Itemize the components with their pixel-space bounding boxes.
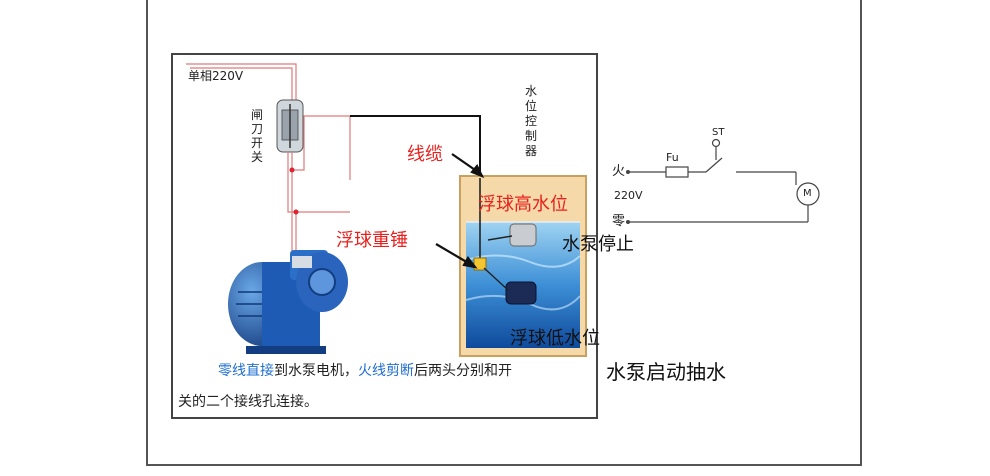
caption-text-a: 到水泵电机， [274,363,358,379]
caption-text-b: 后两头分别和开 [414,363,512,379]
knife-switch-label: 闸刀开关 [251,108,264,164]
float-high-label: 浮球高水位 [478,196,568,214]
pump-start-label: 水泵启动抽水 [606,362,726,382]
caption-line-1: 零线直接到水泵电机，火线剪断后两头分别和开 [218,364,512,378]
float-weight-label: 浮球重锤 [336,232,408,250]
knife-switch-icon [277,100,303,152]
schematic-neutral-label: 零 [612,215,625,228]
water-pump-icon [228,250,348,354]
caption-neutral: 零线直接 [218,363,274,379]
circuit-schematic [628,140,819,223]
switch-label: ST [712,128,724,138]
fuse-label: Fu [666,152,679,163]
motor-label: M [803,189,812,199]
caption-line-2: 关的二个接线孔连接。 [178,395,318,409]
caption-live: 火线剪断 [358,363,414,379]
pump-stop-label: 水泵停止 [562,236,634,254]
schematic-voltage-label: 220V [614,190,643,201]
controller-label: 水位控制器 [525,84,538,159]
float-low-label: 浮球低水位 [510,330,600,348]
single-phase-label: 单相220V [188,70,243,82]
schematic-live-label: 火 [612,165,625,178]
cable-label: 线缆 [407,146,443,164]
